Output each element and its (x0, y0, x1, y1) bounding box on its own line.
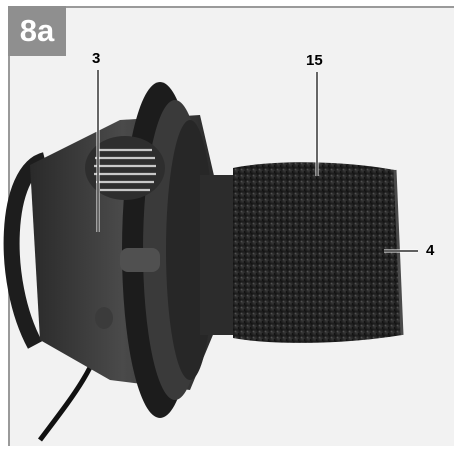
callout-15: 15 (306, 52, 323, 69)
air-vent-grille (85, 136, 165, 200)
callout-3: 3 (92, 50, 101, 67)
callout-4: 4 (426, 242, 435, 259)
latch (120, 248, 160, 272)
cable-entry (95, 307, 113, 329)
figure-badge: 8a (8, 6, 66, 56)
foam-filter (233, 162, 402, 343)
